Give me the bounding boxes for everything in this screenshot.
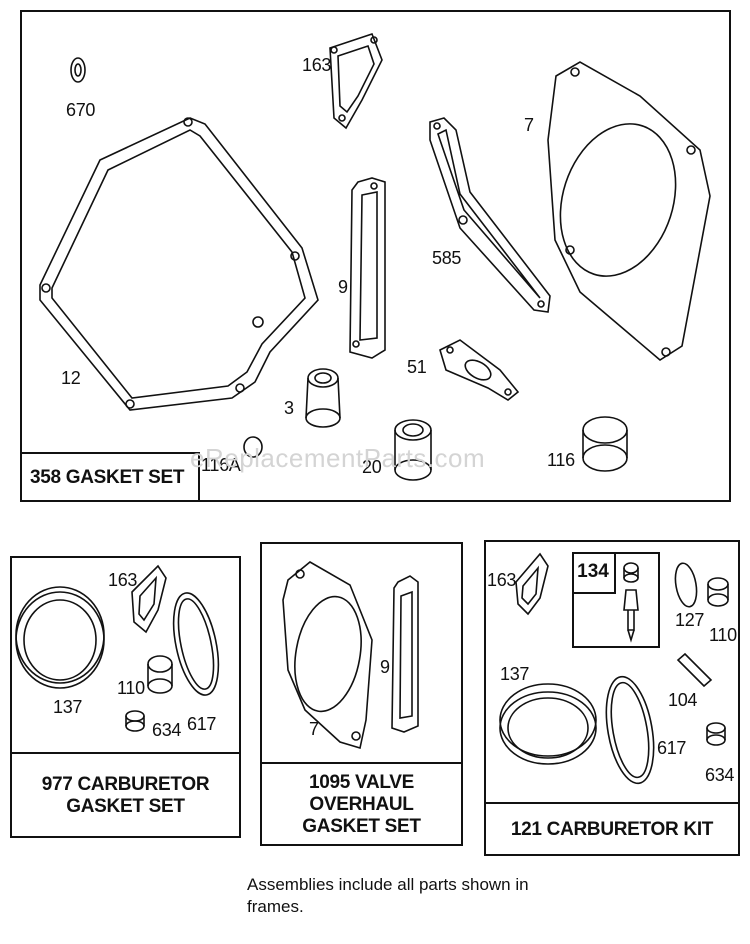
label-585: 585	[432, 248, 462, 268]
label-617: 617	[187, 714, 217, 734]
part-110-seal	[707, 577, 729, 607]
frame-title-358-gasket-set: 358 GASKET SET	[20, 452, 200, 502]
frame-title-1095-valve-overhaul-gasket-set: 1095 VALVE OVERHAUL GASKET SET	[260, 762, 463, 846]
part-9-gasket	[391, 575, 419, 733]
part-163-gasket	[329, 32, 383, 130]
label-163: 163	[302, 55, 332, 75]
part-116-ring	[582, 416, 628, 472]
parts-drawing-358-gasket-set	[39, 32, 711, 481]
part-617-ring	[172, 592, 220, 696]
part-634-seal	[125, 710, 145, 732]
frame-title-977-carburetor-gasket-set: 977 CARBURETOR GASKET SET	[10, 752, 241, 838]
label-137: 137	[53, 697, 83, 717]
label-3: 3	[284, 398, 294, 418]
label-617: 617	[657, 738, 687, 758]
part-137-ring	[15, 586, 105, 689]
part-7-head-gasket	[547, 61, 711, 361]
label-634: 634	[152, 720, 182, 740]
label-634: 634	[705, 765, 735, 785]
part-134-needle-valve	[623, 562, 639, 643]
part-7-head-gasket	[282, 561, 373, 750]
inner-frame-title-134: 134	[572, 552, 616, 594]
part-3-seal	[305, 368, 341, 428]
label-116: 116	[547, 450, 575, 470]
label-7: 7	[524, 115, 534, 135]
part-110-seal	[147, 655, 173, 694]
part-163-gasket	[515, 552, 549, 616]
label-20: 20	[362, 457, 382, 477]
label-137: 137	[500, 664, 530, 684]
label-116a: 116A	[201, 455, 241, 475]
frame-title-121-carburetor-kit: 121 CARBURETOR KIT	[484, 802, 740, 856]
inner-frame-134	[572, 552, 660, 648]
part-634-seal	[706, 722, 726, 746]
part-670-washer	[70, 57, 86, 83]
label-163: 163	[487, 570, 517, 590]
label-110: 110	[709, 625, 737, 645]
frame-358-gasket-set	[20, 10, 731, 502]
part-617-ring	[605, 675, 655, 785]
label-670: 670	[66, 100, 96, 120]
part-20-seal	[394, 419, 432, 481]
label-110: 110	[117, 678, 145, 698]
part-137-ring	[499, 683, 597, 765]
part-127-float	[674, 562, 698, 608]
frame-1095-valve-overhaul-gasket-set	[260, 542, 463, 846]
label-163: 163	[108, 570, 138, 590]
label-12: 12	[61, 368, 81, 388]
assemblies-note: Assemblies include all parts shown in fr…	[247, 875, 529, 916]
label-127: 127	[675, 610, 705, 630]
label-9: 9	[338, 277, 348, 297]
label-9: 9	[380, 657, 390, 677]
label-104: 104	[668, 690, 698, 710]
frame-977-carburetor-gasket-set	[10, 556, 241, 838]
part-163-gasket	[131, 564, 167, 634]
label-7: 7	[309, 719, 319, 739]
part-9-gasket	[349, 177, 386, 359]
part-116a-ring	[243, 436, 263, 458]
part-104-pin	[676, 652, 713, 688]
part-12-crankcase-gasket	[39, 117, 319, 411]
label-51: 51	[407, 357, 427, 377]
part-51-gasket	[439, 339, 520, 401]
part-585-gasket	[429, 117, 551, 313]
watermark: eReplacementParts.com	[190, 443, 486, 473]
